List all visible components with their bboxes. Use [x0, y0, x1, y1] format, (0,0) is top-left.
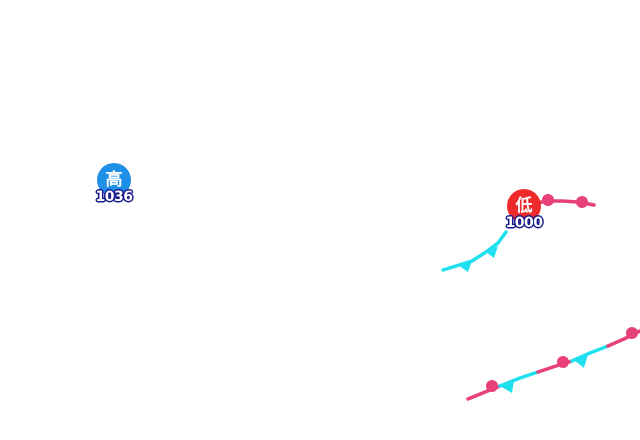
cold-front-triangle — [500, 380, 514, 393]
cold-front-triangle — [574, 354, 588, 368]
high-pressure-symbol: 高 — [97, 163, 131, 197]
low-pressure-value: 1000 — [505, 215, 543, 231]
warm-front — [534, 194, 596, 208]
cold-front-triangle — [458, 261, 472, 272]
low-pressure-symbol: 低 — [507, 189, 541, 223]
warm-front-semicircle — [486, 380, 498, 392]
warm-front-semicircle — [626, 327, 638, 339]
stationary-front — [466, 327, 640, 401]
warm-front-semicircle — [557, 356, 569, 368]
cold-front-line — [441, 230, 508, 272]
high-pressure-center: 高 1036 — [84, 163, 144, 223]
high-pressure-value: 1036 — [95, 189, 133, 205]
low-pressure-center: 低 1000 — [494, 189, 554, 249]
warm-front-semicircle — [542, 194, 554, 206]
warm-front-semicircle — [576, 196, 588, 208]
cold-front — [441, 230, 508, 272]
cold-front-triangle — [486, 246, 498, 258]
